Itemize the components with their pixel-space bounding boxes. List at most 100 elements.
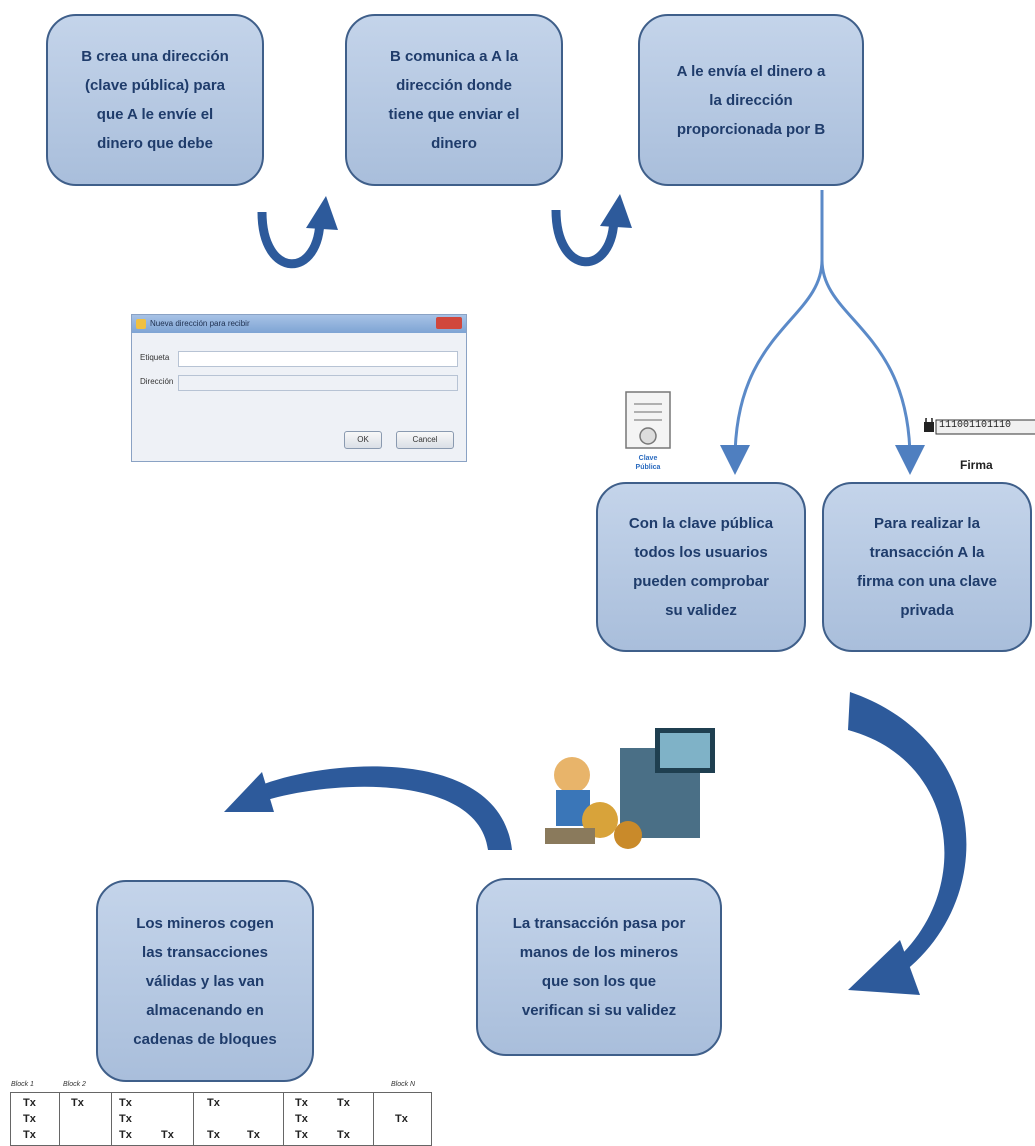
transaction-chip: Tx: [295, 1097, 308, 1109]
split-arrow-right: [820, 190, 925, 475]
new-address-dialog: Nueva dirección para recibir Etiqueta Di…: [131, 314, 467, 462]
transaction-chip: Tx: [395, 1113, 408, 1125]
transaction-chip: Tx: [295, 1113, 308, 1125]
signature-bits: 111001101110: [939, 420, 1012, 431]
step-text: Para realizar la transacción A la firma …: [857, 509, 997, 625]
text-line: dirección donde: [396, 77, 512, 94]
miner-computer-illustration: [545, 728, 715, 849]
ok-button[interactable]: OK: [344, 431, 382, 449]
text-line: dinero que debe: [97, 135, 213, 152]
cancel-button[interactable]: Cancel: [396, 431, 454, 449]
uturn-arrow-1: [257, 211, 325, 269]
text-line: que son los que: [541, 973, 657, 990]
block-divider: [373, 1093, 374, 1145]
transaction-chip: Tx: [207, 1097, 220, 1109]
text-line: firma con una clave: [856, 573, 998, 590]
app-icon: [136, 319, 146, 329]
uturn-arrow-2: [551, 209, 619, 267]
transaction-chip: Tx: [119, 1097, 132, 1109]
bottom-left-curve-arrow: [250, 766, 512, 850]
blockchain-illustration: Block 1 Block 2 Block N Tx Tx Tx Tx Tx T…: [10, 1081, 432, 1146]
uturn-arrow-1-head: [306, 196, 338, 230]
step-box: Los mineros cogen las transacciones váli…: [96, 880, 314, 1082]
transaction-chip: Tx: [337, 1097, 350, 1109]
step-box: A le envía el dinero a la dirección prop…: [638, 14, 864, 186]
block-divider: [59, 1093, 60, 1145]
step-box: B crea una dirección (clave pública) par…: [46, 14, 264, 186]
text-line: Para realizar la: [874, 515, 980, 532]
block-label: Block N: [391, 1081, 416, 1088]
transaction-chip: Tx: [295, 1129, 308, 1141]
label-field-label: Etiqueta: [140, 353, 170, 362]
transaction-chip: Tx: [247, 1129, 260, 1141]
text-line: Con la clave pública: [628, 515, 774, 532]
transaction-chip: Tx: [23, 1113, 36, 1125]
text-line: manos de los mineros: [519, 944, 679, 961]
signature-label: Firma: [960, 458, 993, 472]
address-field-label: Dirección: [140, 377, 174, 386]
transaction-chip: Tx: [23, 1129, 36, 1141]
step-box: Para realizar la transacción A la firma …: [822, 482, 1032, 652]
certificate-label: Clave Pública: [620, 454, 676, 472]
text-line: las transacciones: [142, 943, 268, 961]
transaction-chip: Tx: [119, 1129, 132, 1141]
step-text: Con la clave pública todos los usuarios …: [629, 509, 773, 625]
signature-bar: 111001101110: [924, 415, 1035, 436]
step-box: B comunica a A la dirección donde tiene …: [345, 14, 563, 186]
block-label: Block 1: [11, 1081, 34, 1088]
block-label: Block 2: [63, 1081, 86, 1088]
text-line: transacción A la: [869, 544, 985, 561]
block-divider: [193, 1093, 194, 1145]
text-line: que A le envíe el: [96, 106, 214, 123]
text-line: La transacción pasa por: [512, 915, 686, 932]
text-line: almacenando en: [146, 1001, 264, 1019]
certificate-icon: [625, 391, 671, 449]
transaction-chip: Tx: [23, 1097, 36, 1109]
text-line: privada: [900, 602, 954, 619]
block-divider: [283, 1093, 284, 1145]
text-line: verifican si su validez: [521, 1002, 677, 1019]
text-line: cadenas de bloques: [133, 1030, 277, 1048]
lock-icon: [924, 415, 1035, 435]
text-line: la dirección: [709, 91, 793, 109]
close-icon[interactable]: [436, 317, 462, 329]
big-right-curve-arrow: [848, 692, 967, 975]
step-text: B comunica a A la dirección donde tiene …: [389, 42, 520, 158]
transaction-chip: Tx: [119, 1113, 132, 1125]
text-line: (clave pública) para: [84, 77, 226, 94]
split-arrow-left: [720, 190, 824, 475]
text-line: pueden comprobar: [633, 573, 769, 590]
text-line: B crea una dirección: [81, 48, 229, 65]
bottom-left-curve-arrow-head: [224, 772, 274, 812]
text-line: dinero: [431, 135, 477, 152]
step-box: Con la clave pública todos los usuarios …: [596, 482, 806, 652]
dialog-title: Nueva dirección para recibir: [150, 319, 250, 328]
text-line: B comunica a A la: [389, 48, 519, 65]
uturn-arrow-2-head: [600, 194, 632, 228]
transaction-chip: Tx: [71, 1097, 84, 1109]
transaction-chip: Tx: [161, 1129, 174, 1141]
big-right-curve-arrow-head: [848, 940, 920, 995]
certificate-label-line: Clave: [638, 455, 658, 462]
step-text: B crea una dirección (clave pública) par…: [81, 42, 229, 158]
step-box: La transacción pasa por manos de los min…: [476, 878, 722, 1056]
text-line: Los mineros cogen: [136, 914, 274, 932]
text-line: A le envía el dinero a: [676, 62, 826, 80]
step-text: La transacción pasa por manos de los min…: [513, 909, 686, 1025]
address-input[interactable]: [178, 375, 458, 391]
text-line: todos los usuarios: [634, 544, 768, 561]
text-line: proporcionada por B: [676, 120, 826, 138]
label-input[interactable]: [178, 351, 458, 367]
block-divider: [111, 1093, 112, 1145]
step-text: Los mineros cogen las transacciones váli…: [133, 909, 276, 1054]
transaction-chip: Tx: [207, 1129, 220, 1141]
text-line: válidas y las van: [145, 972, 265, 990]
transaction-chip: Tx: [337, 1129, 350, 1141]
text-line: su validez: [665, 602, 737, 619]
step-text: A le envía el dinero a la dirección prop…: [677, 57, 826, 144]
dialog-titlebar: Nueva dirección para recibir: [132, 315, 466, 333]
certificate-label-line: Pública: [635, 464, 661, 471]
text-line: tiene que enviar el: [388, 106, 520, 123]
